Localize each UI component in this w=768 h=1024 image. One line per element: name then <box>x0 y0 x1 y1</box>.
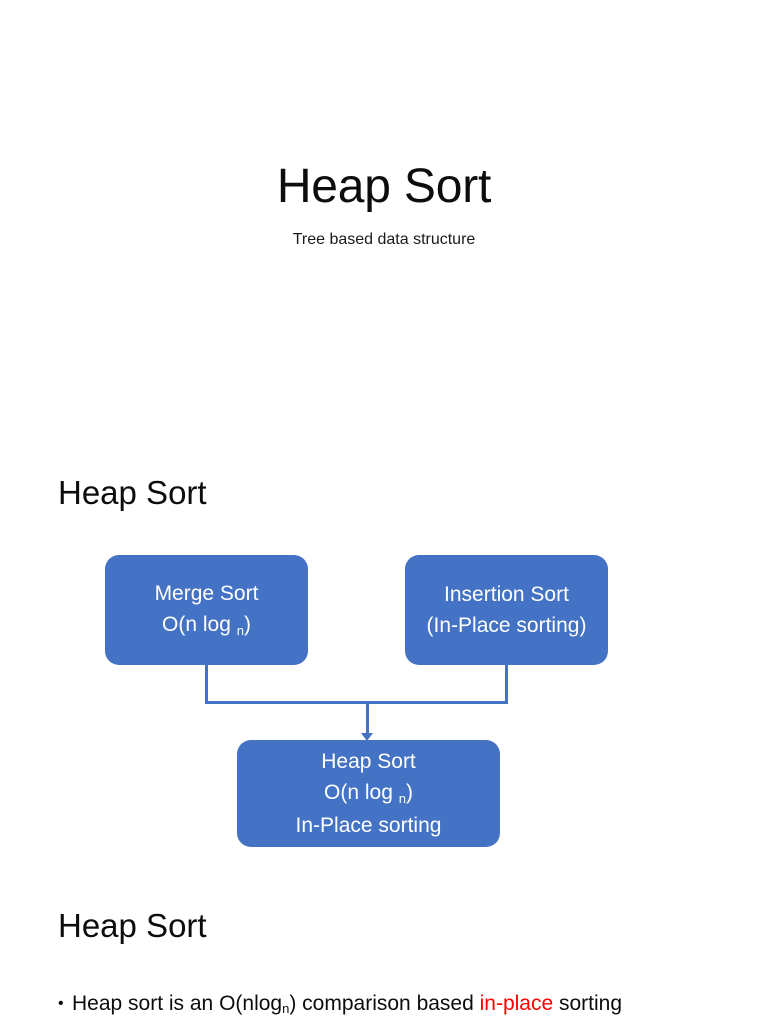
node-heap-sort-complexity-prefix: O(n log <box>324 781 399 804</box>
node-insertion-sort-title: Insertion Sort <box>444 583 569 606</box>
node-heap-sort-complexity-suffix: ) <box>405 781 413 804</box>
node-heap-sort-detail: In-Place sorting <box>295 814 442 837</box>
bullet-text-middle: ) comparison based <box>289 992 480 1015</box>
page-title: Heap Sort <box>276 160 492 213</box>
bullet-text-after: sorting <box>553 992 623 1015</box>
list-item: Heap sort is an O(nlogn) comparison base… <box>58 988 748 1021</box>
connector-horizontal-join <box>205 701 508 704</box>
bullet-list: Heap sort is an O(nlogn) comparison base… <box>58 988 748 1021</box>
node-heap-sort-complexity: O(n log n) <box>324 777 413 810</box>
section-heading-description: Heap Sort <box>58 907 207 944</box>
connector-merge-sort-drop <box>205 665 208 704</box>
connector-center-drop <box>366 701 369 737</box>
connector-arrowhead-icon <box>361 733 373 741</box>
bullet-text-subscript: n <box>282 1001 290 1017</box>
node-insertion-sort-detail: (In-Place sorting) <box>426 614 587 637</box>
node-merge-sort-complexity-suffix: ) <box>243 613 251 636</box>
node-merge-sort-title: Merge Sort <box>154 582 259 605</box>
bullet-text-highlight: in-place <box>479 992 554 1015</box>
heap-sort-flowchart: Merge Sort O(n log n) Insertion Sort (In… <box>0 540 768 860</box>
connector-insertion-sort-drop <box>505 665 508 704</box>
flowchart-node-insertion-sort: Insertion Sort (In-Place sorting) <box>405 555 608 665</box>
section-heading-diagram: Heap Sort <box>58 474 207 511</box>
flowchart-node-merge-sort: Merge Sort O(n log n) <box>105 555 308 665</box>
bullet-text-before: Heap sort is an O(nlog <box>72 992 283 1015</box>
node-heap-sort-complexity-subscript: n <box>398 790 406 806</box>
node-merge-sort-complexity-prefix: O(n log <box>162 613 237 636</box>
node-heap-sort-title: Heap Sort <box>321 750 416 773</box>
page-subtitle: Tree based data structure <box>292 231 476 248</box>
flowchart-node-heap-sort: Heap Sort O(n log n) In-Place sorting <box>237 740 500 847</box>
node-merge-sort-complexity-subscript: n <box>236 622 244 638</box>
node-merge-sort-complexity: O(n log n) <box>162 609 251 642</box>
